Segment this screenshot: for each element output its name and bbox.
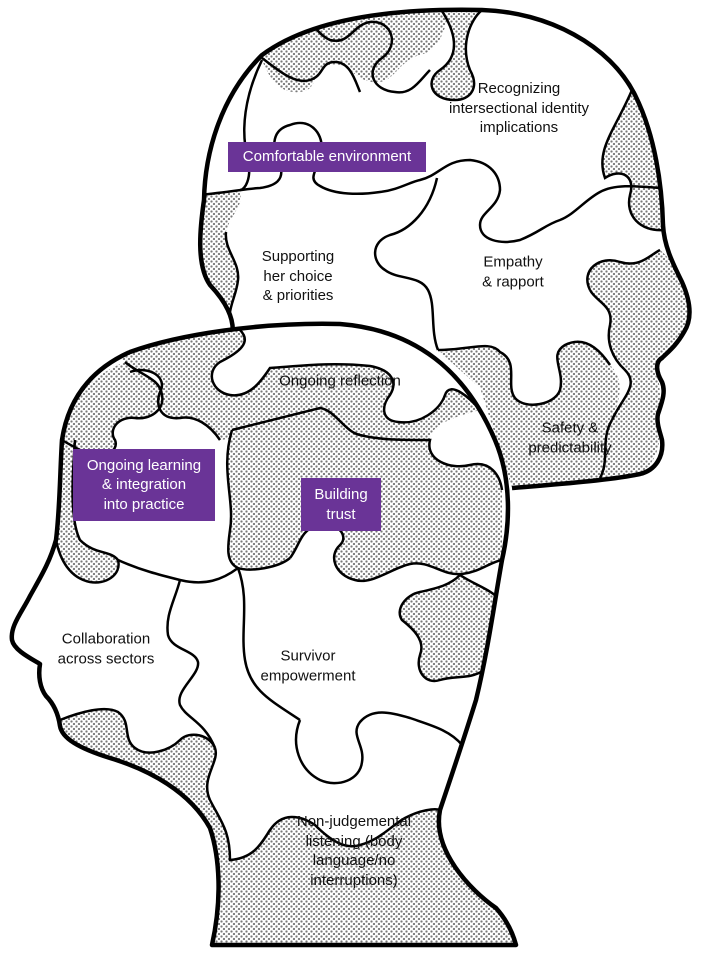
front-head-outline [9,321,519,948]
ongoing-reflection-label: Ongoing reflection [279,371,401,391]
empathy-rapport-line-2: & rapport [482,273,544,290]
recognizing-identity-label: Recognizing intersectional identity impl… [449,79,589,138]
non-judgemental-line-1: Non-judgemental [296,813,412,830]
non-judgemental-line-4: interruptions) [310,871,398,889]
building-trust-box: Building trust [301,478,381,531]
comfortable-environment-box: Comfortable environment [228,142,426,172]
safety-predictability-line-2: predictability [528,439,612,456]
back-head-outline [198,7,692,491]
front-head-shaded-pieces [56,330,516,945]
survivor-empowerment-label: Survivor empowerment [260,647,355,686]
building-trust-line-2: trust [326,505,356,523]
ongoing-learning-box: Ongoing learning & integration into prac… [73,449,215,521]
supporting-choice-label: Supporting her choice & priorities [262,247,335,306]
survivor-empowerment-line-1: Survivor [280,647,336,665]
empathy-rapport-line-1: Empathy [483,253,543,271]
ongoing-learning-line-3: into practice [103,495,185,513]
safety-predictability-label: Safety & predictability [528,419,611,458]
supporting-choice-line-1: Supporting [261,247,335,265]
supporting-choice-line-2: her choice [263,267,333,285]
non-judgemental-label: Non-judgemental listening (body language… [297,812,411,890]
survivor-empowerment-line-2: empowerment [260,667,356,684]
recognizing-identity-line-2: intersectional identity [448,99,590,117]
safety-predictability-line-1: Safety & [541,419,599,437]
building-trust-line-1: Building [314,486,368,503]
ongoing-learning-line-1: Ongoing learning [86,456,202,474]
empathy-rapport-label: Empathy & rapport [482,253,544,292]
non-judgemental-line-3: language/no [312,852,396,869]
ongoing-reflection-line-1: Ongoing reflection [279,372,401,390]
non-judgemental-line-2: listening (body [305,832,403,850]
collaboration-line-2: across sectors [57,650,155,667]
comfortable-environment-label: Comfortable environment [242,148,412,166]
recognizing-identity-line-1: Recognizing [477,79,561,97]
recognizing-identity-line-3: implications [479,118,559,136]
ongoing-learning-line-2: & integration [101,476,187,494]
supporting-choice-line-3: & priorities [262,286,334,304]
collaboration-line-1: Collaboration [61,630,151,648]
collaboration-label: Collaboration across sectors [58,630,155,669]
